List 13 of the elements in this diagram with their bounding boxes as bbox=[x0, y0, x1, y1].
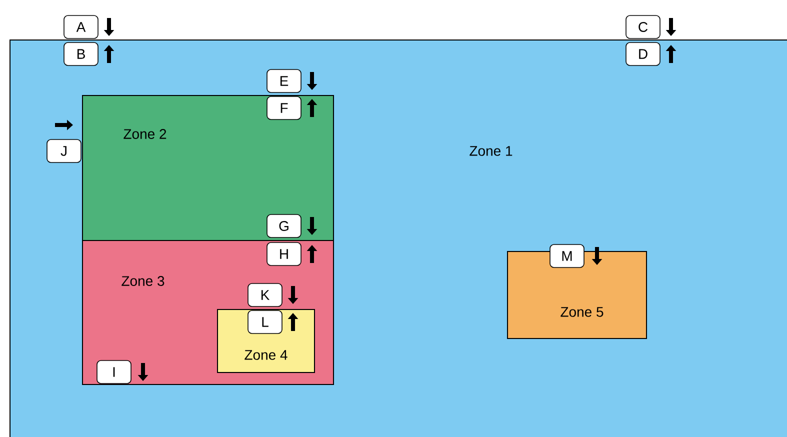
tag-box: A bbox=[64, 15, 98, 39]
tag-box: K bbox=[248, 283, 282, 307]
tag-box: L bbox=[248, 310, 282, 334]
tag-box: H bbox=[266, 242, 302, 266]
tag-box: J bbox=[46, 139, 82, 163]
tag-box: M bbox=[550, 244, 584, 268]
tag-box: C bbox=[626, 15, 660, 39]
tag-box: B bbox=[64, 42, 98, 66]
tag-box: G bbox=[266, 214, 302, 238]
tag-box: F bbox=[266, 96, 302, 120]
tag-box: I bbox=[96, 360, 132, 384]
tag-box: E bbox=[266, 69, 302, 93]
tag-box: D bbox=[626, 42, 660, 66]
